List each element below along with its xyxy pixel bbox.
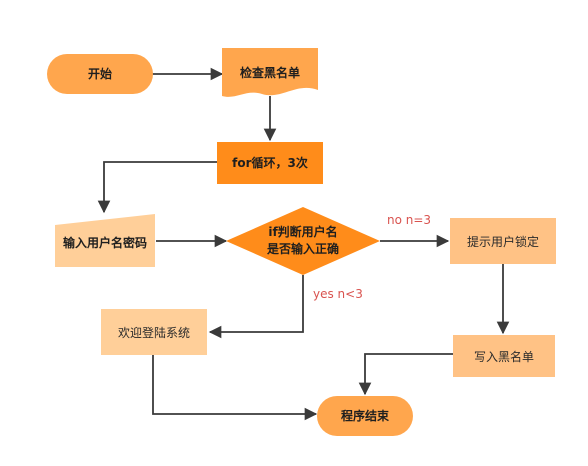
node-for-loop: for循环，3次	[217, 142, 323, 184]
node-notify-locked: 提示用户锁定	[450, 218, 556, 264]
node-decision-label-line2: 是否输入正确	[266, 241, 339, 256]
edge-write-to-end	[358, 353, 453, 396]
node-for-loop-label: for循环，3次	[232, 155, 308, 170]
node-end-label: 程序结束	[341, 408, 390, 423]
node-welcome-label: 欢迎登陆系统	[118, 325, 190, 340]
node-decision-label-line1: if判断用户名	[268, 224, 337, 239]
edge-label-yes: yes n<3	[313, 287, 363, 301]
edge-decision-to-welcome	[208, 275, 304, 339]
node-check-blacklist: 检查黑名单	[222, 48, 318, 97]
edge-welcome-to-end	[152, 354, 318, 421]
node-write-blacklist-label: 写入黑名单	[474, 349, 534, 364]
node-input-credentials: 输入用户名密码	[55, 214, 155, 267]
node-check-blacklist-label: 检查黑名单	[240, 65, 300, 80]
node-decision: if判断用户名 是否输入正确	[226, 207, 380, 275]
node-welcome: 欢迎登陆系统	[101, 309, 207, 355]
node-input-credentials-label: 输入用户名密码	[63, 235, 147, 250]
node-end: 程序结束	[317, 396, 413, 436]
node-write-blacklist: 写入黑名单	[453, 335, 555, 377]
node-notify-locked-label: 提示用户锁定	[467, 234, 539, 249]
edge-loop-to-input	[97, 161, 217, 214]
node-start-label: 开始	[88, 66, 112, 81]
node-start: 开始	[47, 54, 153, 94]
edge-label-no: no n=3	[387, 213, 431, 227]
